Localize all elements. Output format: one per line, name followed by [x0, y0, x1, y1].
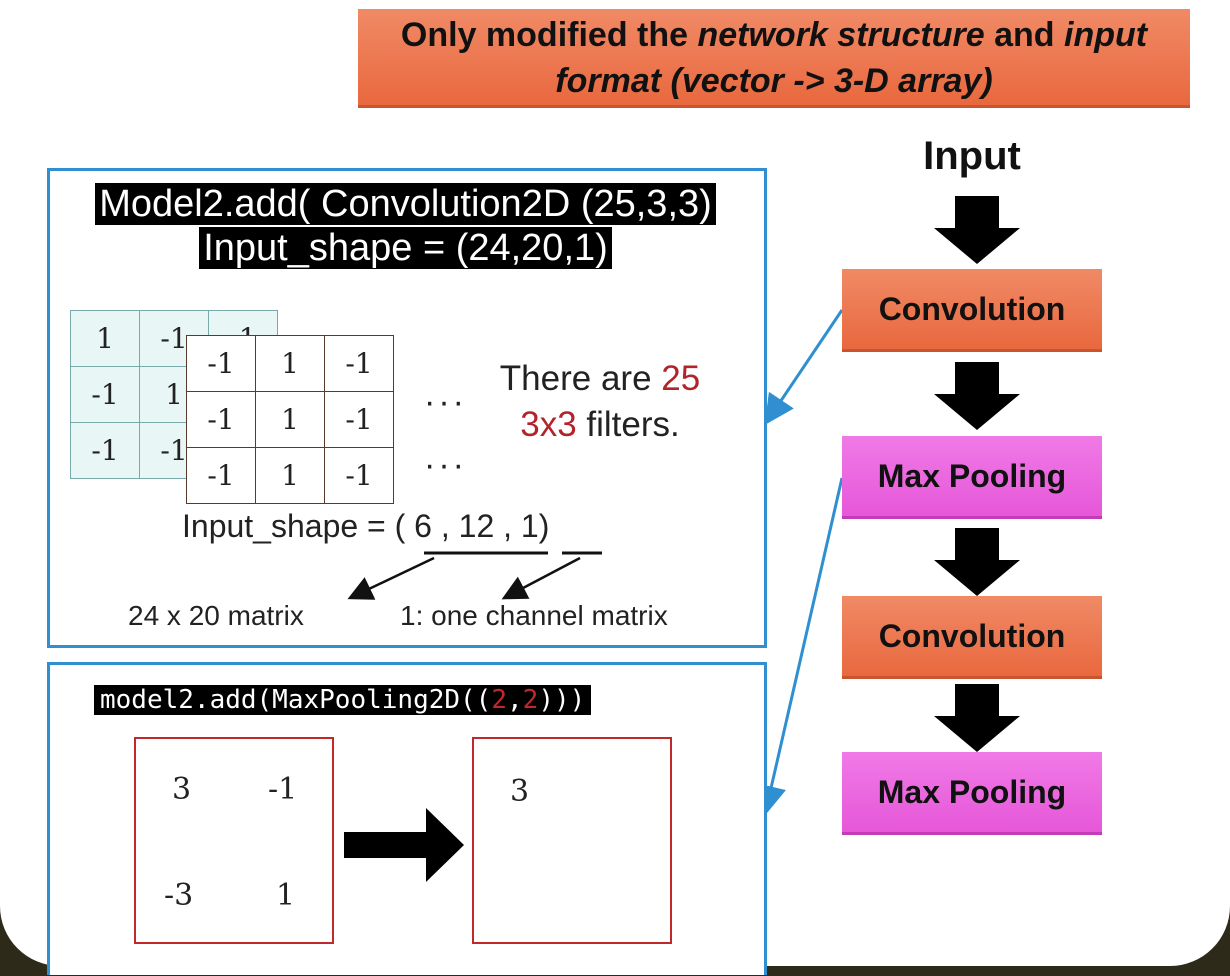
pool-output-value: 3: [510, 774, 530, 809]
front-cell: -1: [324, 335, 394, 392]
banner-text-4: input: [1064, 16, 1148, 54]
front-cell: 1: [255, 391, 325, 448]
label-matrix: 24 x 20 matrix: [128, 600, 304, 631]
front-cell: 1: [255, 447, 325, 504]
banner-text-5: format (vector -> 3-D array): [555, 62, 993, 100]
link-arrow-maxpooling: [756, 477, 844, 816]
pool-input-value: 1: [276, 878, 296, 913]
front-cell: -1: [324, 391, 394, 448]
pool-input-value: -1: [268, 772, 298, 807]
banner-text-1: Only modified the: [400, 16, 698, 54]
flow-arrow-down-icon: [934, 196, 1020, 264]
banner-text-2: network structure: [697, 16, 985, 54]
pool-output-box: [472, 737, 672, 944]
conv-code-line-1: Model2.add( Convolution2D (25,3,3): [95, 183, 716, 225]
pooling-arrow-icon: [344, 808, 464, 882]
label-channel: 1: one channel matrix: [400, 600, 668, 631]
note-text-2: filters.: [576, 405, 680, 444]
back-cell: 1: [70, 310, 140, 367]
flow-node-maxpooling-1: Max Pooling: [842, 436, 1102, 519]
pool-input-box: [134, 737, 334, 944]
filter-count-note: There are 25 3x3 filters.: [470, 356, 730, 448]
front-cell: -1: [186, 391, 256, 448]
flow-input-label: Input: [923, 134, 1021, 178]
back-cell: -1: [70, 422, 140, 479]
front-cell: -1: [186, 335, 256, 392]
banner-text-3: and: [984, 16, 1065, 54]
pool-code-block: model2.add(MaxPooling2D((2,2))): [94, 682, 592, 718]
note-count: 25: [661, 359, 701, 398]
conv-code-line-2: Input_shape = (24,20,1): [199, 227, 612, 269]
pointer-arrow-dims: [347, 556, 435, 600]
flow-arrow-down-icon: [934, 684, 1020, 752]
pool-input-value: -3: [164, 878, 194, 913]
flow-node-convolution-1: Convolution: [842, 269, 1102, 352]
pool-code-prefix: model2.add(MaxPooling2D((: [100, 685, 492, 715]
pool-code-line: model2.add(MaxPooling2D((2,2))): [94, 685, 592, 715]
pool-input-value: 3: [172, 772, 192, 807]
note-text-1: There are: [499, 359, 662, 398]
conv-code-block: Model2.add( Convolution2D (25,3,3) Input…: [50, 182, 761, 270]
header-banner: Only modified the network structure and …: [358, 9, 1190, 108]
pointer-arrow-channel: [501, 556, 581, 600]
pool-size-a: 2: [491, 685, 507, 715]
input-shape-line: Input_shape = ( 6 , 12 , 1): [182, 508, 549, 545]
link-arrow-convolution: [764, 309, 844, 425]
input-shape-value: ( 6 , 12 , 1): [394, 508, 550, 544]
note-size: 3x3: [520, 405, 577, 444]
ellipsis-1: ···: [424, 383, 467, 421]
pool-size-b: 2: [522, 685, 539, 715]
pool-code-comma: ,: [507, 685, 523, 715]
pool-code-suffix: ))): [538, 685, 586, 715]
flow-arrow-down-icon: [934, 528, 1020, 596]
ellipsis-2: ···: [424, 446, 467, 484]
front-cell: -1: [186, 447, 256, 504]
front-cell: -1: [324, 447, 394, 504]
input-shape-prefix: Input_shape =: [182, 508, 395, 544]
flow-node-maxpooling-2: Max Pooling: [842, 752, 1102, 835]
flow-node-convolution-2: Convolution: [842, 596, 1102, 679]
flow-arrow-down-icon: [934, 362, 1020, 430]
